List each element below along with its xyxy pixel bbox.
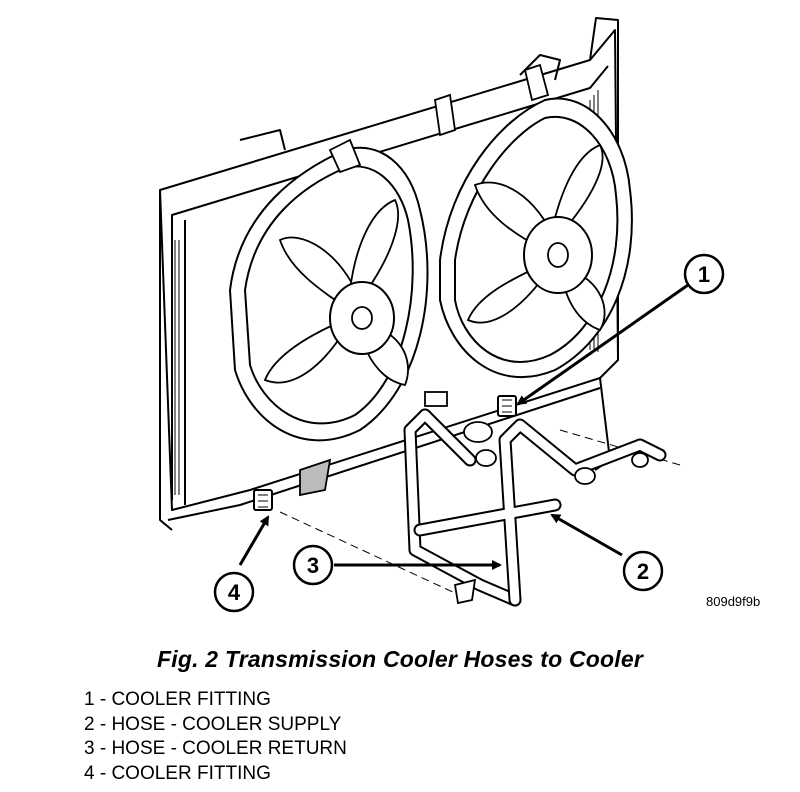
figure-caption: Fig. 2 Transmission Cooler Hoses to Cool… [157,646,643,672]
leader-2 [550,513,623,557]
cooler-hose-supply-fill [415,420,665,605]
hose-clamps [453,421,649,605]
fan-blades-right [466,143,606,332]
shroud-brackets [299,63,550,497]
legend-item: 1 - COOLER FITTING [84,689,271,710]
callout-4-number: 4 [228,580,241,605]
callout-2: 2 [622,550,664,592]
callout-3-number: 3 [307,553,319,578]
callout-4: 4 [213,571,255,613]
radiator-fan-diagram: 1 2 3 4 [159,17,725,613]
legend-item: 2 - HOSE - COOLER SUPPLY [84,713,342,735]
leader-1 [516,283,689,406]
cooler-hose-return-fill [405,410,520,605]
legend-item: 3 - HOSE - COOLER RETURN [84,738,347,759]
legend-item: 4 - COOLER FITTING [84,762,271,784]
leader-4 [238,515,270,566]
cooler-fitting-upper [497,395,517,417]
callout-1: 1 [683,253,725,295]
callout-3: 3 [292,544,334,586]
fan-blades-left [263,198,409,387]
cooler-fitting-lower [253,489,273,511]
callout-1-number: 1 [698,262,710,287]
figure-code: 809d9f9b [706,594,761,609]
callout-leaders [238,283,689,570]
legend: 1 - COOLER FITTING 2 - HOSE - COOLER SUP… [84,688,347,786]
callout-2-number: 2 [637,559,649,584]
